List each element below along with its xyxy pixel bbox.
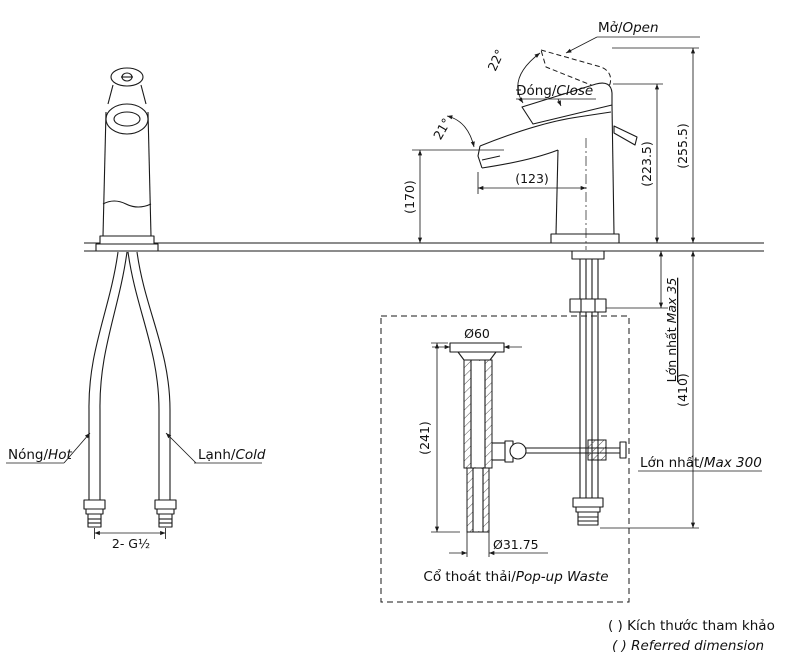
handle-closed-position bbox=[521, 82, 613, 125]
dim-angle-spout: 21° bbox=[430, 115, 454, 142]
dim-height-open: (255.5) bbox=[675, 123, 690, 169]
dim-angle-open: 22° bbox=[484, 47, 507, 73]
popup-waste-detail-box bbox=[380, 315, 630, 603]
label-cold: Lạnh/Cold bbox=[198, 447, 266, 463]
label-hot: Nóng/Hot bbox=[8, 447, 72, 463]
label-max-counter-thickness: Lớn nhất Max 35 bbox=[664, 278, 679, 383]
label-max-rod-length: Lớn nhất/Max 300 bbox=[640, 455, 762, 471]
dim-spout-height: (170) bbox=[402, 180, 417, 214]
countertop-lines bbox=[84, 242, 764, 252]
front-view-faucet bbox=[83, 67, 177, 528]
popup-knob-lever bbox=[613, 125, 638, 146]
dim-below-counter: (410) bbox=[675, 373, 690, 407]
hot-hose-fitting bbox=[83, 499, 106, 528]
note-referred-dimension-en: ( ) Referred dimension bbox=[612, 638, 764, 654]
dim-waste-flange-dia: Ø60 bbox=[464, 326, 490, 341]
mounting-nut bbox=[569, 298, 607, 313]
dim-waste-length: (241) bbox=[417, 421, 432, 455]
cold-hose-fitting bbox=[154, 499, 177, 528]
dimension-lines bbox=[6, 36, 762, 557]
dim-waste-tail-dia: Ø31.75 bbox=[493, 537, 539, 552]
note-referred-dimension-vi: ( ) Kích thước tham khảo bbox=[608, 618, 775, 634]
dim-supply-thread: 2- G½ bbox=[112, 536, 150, 551]
dim-spout-reach: (123) bbox=[515, 171, 549, 186]
label-popup-waste: Cổ thoát thải/Pop-up Waste bbox=[423, 568, 608, 585]
popup-waste-assembly bbox=[449, 342, 527, 533]
dim-height-closed: (223.5) bbox=[639, 141, 654, 187]
side-supply-fitting bbox=[572, 497, 604, 526]
side-view-faucet bbox=[477, 49, 638, 526]
label-open: Mở/Open bbox=[598, 20, 659, 36]
label-close: Đóng/Close bbox=[516, 83, 593, 99]
popup-lift-rod bbox=[522, 439, 627, 461]
